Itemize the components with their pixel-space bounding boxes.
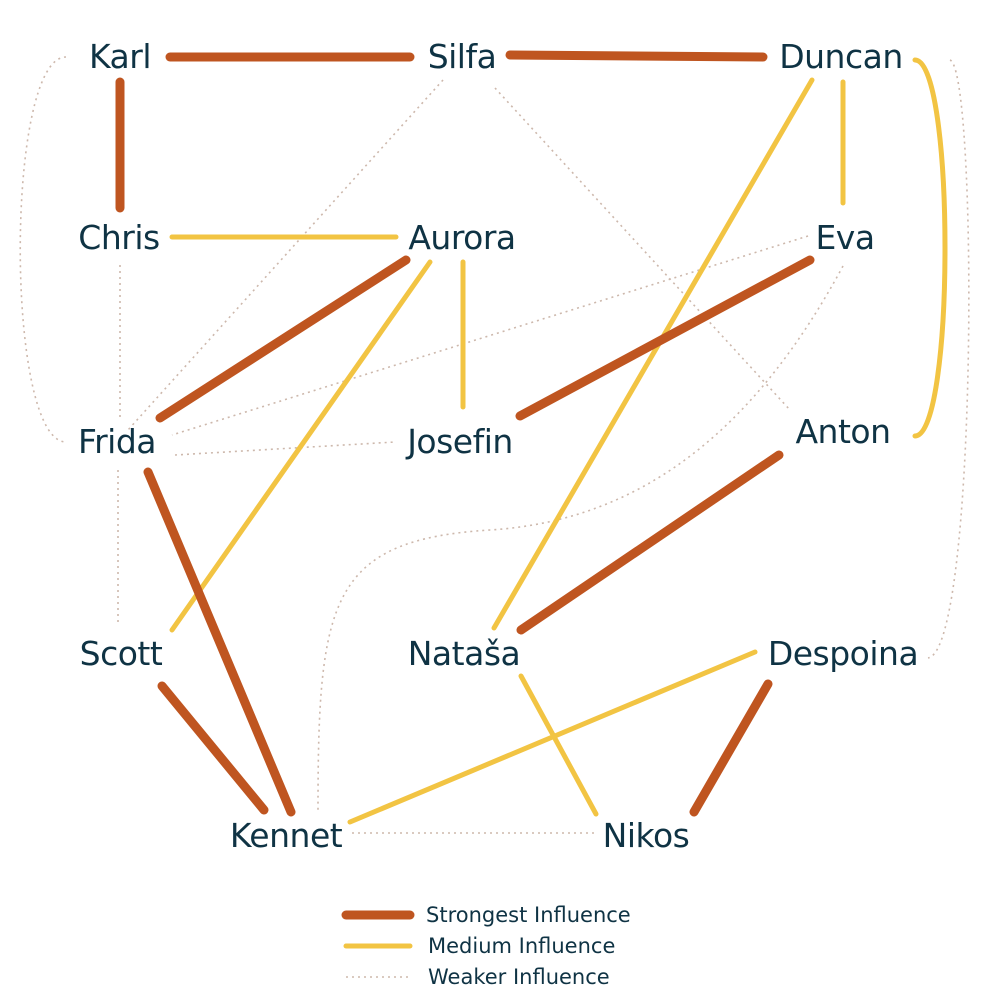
- edge-aurora-frida: [155, 255, 411, 423]
- medium-edges: [169, 57, 948, 825]
- node-anton: Anton: [795, 412, 890, 451]
- edge-silfa-anton: [494, 87, 791, 411]
- strong-edges: [115, 50, 815, 817]
- edge-aurora-scott: [169, 259, 433, 633]
- edge-frida-kennet: [143, 467, 296, 817]
- node-karl: Karl: [89, 37, 151, 76]
- weak-edges: [19, 56, 970, 834]
- edge-eva-kennet: [317, 265, 844, 811]
- node-eva: Eva: [815, 218, 874, 257]
- node-scott: Scott: [80, 634, 163, 673]
- edge-despoina-kennet: [347, 649, 758, 825]
- edge-frida-josefin: [174, 441, 396, 456]
- edge-karl-frida: [19, 56, 67, 443]
- legend-label-strong: Strongest Influence: [426, 903, 631, 927]
- node-despoina: Despoina: [768, 634, 918, 673]
- edge-scott-kennet: [157, 681, 269, 815]
- edge-duncan-despoina: [927, 59, 970, 659]
- legend: Strongest Influence Medium Influence Wea…: [341, 903, 631, 989]
- edge-silfa-frida: [127, 79, 444, 431]
- node-kennet: Kennet: [230, 816, 343, 855]
- node-natasa: Nataša: [408, 634, 520, 673]
- legend-label-weak: Weaker Influence: [428, 965, 610, 989]
- edge-silfa-duncan: [505, 50, 768, 62]
- node-josefin: Josefin: [405, 422, 513, 461]
- legend-label-medium: Medium Influence: [428, 934, 615, 958]
- edge-despoina-nikos: [689, 679, 773, 817]
- node-chris: Chris: [78, 218, 159, 257]
- node-aurora: Aurora: [408, 218, 515, 257]
- node-silfa: Silfa: [428, 37, 497, 76]
- edge-duncan-anton: [912, 57, 948, 439]
- node-labels: Karl Silfa Duncan Chris Aurora Eva Frida…: [78, 37, 919, 855]
- node-duncan: Duncan: [779, 37, 903, 76]
- edge-anton-natasa: [516, 450, 784, 635]
- node-nikos: Nikos: [603, 816, 690, 855]
- node-frida: Frida: [78, 422, 156, 461]
- edge-duncan-natasa: [491, 77, 815, 631]
- edge-natasa-nikos: [518, 673, 599, 817]
- edge-eva-josefin: [515, 255, 815, 421]
- edge-eva-frida: [171, 235, 809, 436]
